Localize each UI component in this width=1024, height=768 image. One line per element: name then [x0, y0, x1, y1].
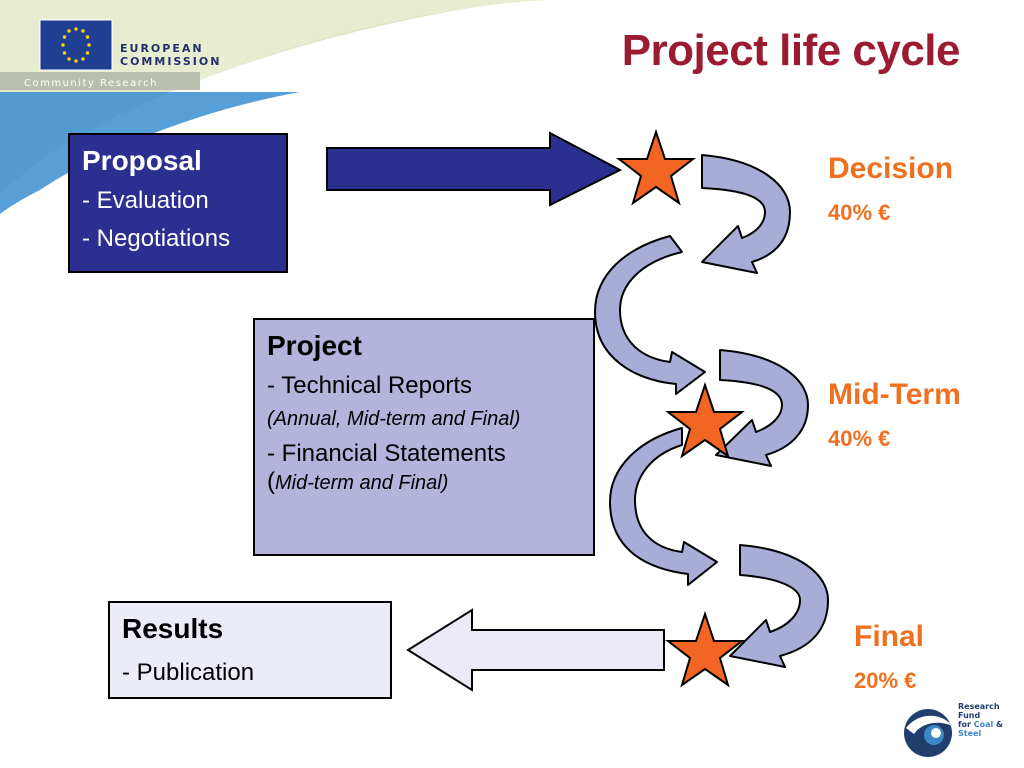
rfcs-prefix: for [958, 720, 974, 729]
star-icon [616, 128, 696, 206]
milestone-label: Final [854, 620, 925, 653]
rfcs-steel: Steel [958, 729, 982, 738]
paren-open: ( [267, 468, 275, 495]
proposal-heading: Proposal [82, 145, 202, 176]
milestone-label: Mid-Term [828, 378, 961, 411]
project-item-financial-statements-note-line: (Mid-term and Final) [267, 468, 581, 497]
milestone-mid-term: Mid-Term 40% € [828, 378, 961, 454]
star-icon [665, 381, 745, 459]
rfcs-amp: & [993, 720, 1003, 729]
curved-arrow-icon [729, 544, 829, 668]
rfcs-logo-text: Research Fund for Coal & Steel [958, 702, 1024, 738]
milestone-percent: 40% € [828, 426, 891, 451]
milestone-final: Final 20% € [854, 620, 924, 696]
project-item-financial-statements-note: Mid-term and Final) [275, 472, 449, 494]
rfcs-logo-icon [904, 709, 952, 757]
results-arrow [406, 608, 665, 692]
curved-arrow-icon [701, 154, 791, 274]
milestone-label: Decision [828, 152, 954, 185]
logo-line-2: COMMISSION [120, 55, 222, 68]
results-item: - Publication [122, 659, 255, 686]
project-box: Project - Technical Reports (Annual, Mid… [253, 318, 595, 556]
proposal-item: - Evaluation [82, 187, 209, 214]
header-band [0, 72, 200, 90]
milestone-decision: Decision 40% € [828, 152, 953, 228]
rfcs-line-2: for Coal & Steel [958, 720, 1024, 738]
results-heading: Results [122, 613, 224, 644]
project-item-financial-statements: - Financial Statements [267, 440, 506, 467]
header-swoosh-blue [0, 92, 300, 214]
project-heading: Project [267, 330, 362, 361]
rfcs-line-1: Research Fund [958, 702, 1000, 720]
project-item-technical-reports-note: (Annual, Mid-term and Final) [267, 408, 521, 430]
star-icon [665, 610, 745, 688]
curved-arrow-icon [594, 235, 706, 395]
page-title: Project life cycle [621, 26, 961, 75]
project-item-technical-reports: - Technical Reports [267, 372, 472, 399]
proposal-arrow [326, 131, 623, 207]
logo-text: EUROPEAN COMMISSION [120, 42, 221, 68]
header-swoosh-light [0, 0, 545, 90]
curved-arrow-icon [609, 427, 718, 586]
proposal-item: - Negotiations [82, 225, 231, 252]
milestone-percent: 20% € [854, 668, 917, 693]
logo-line-1: EUROPEAN [120, 42, 204, 55]
logo-subtitle: Community Research [24, 78, 158, 89]
curved-arrow-icon [715, 349, 809, 467]
milestone-percent: 40% € [828, 200, 891, 225]
rfcs-coal: Coal [973, 720, 994, 729]
results-box: Results - Publication [108, 601, 392, 699]
proposal-box: Proposal - Evaluation - Negotiations [68, 133, 288, 273]
